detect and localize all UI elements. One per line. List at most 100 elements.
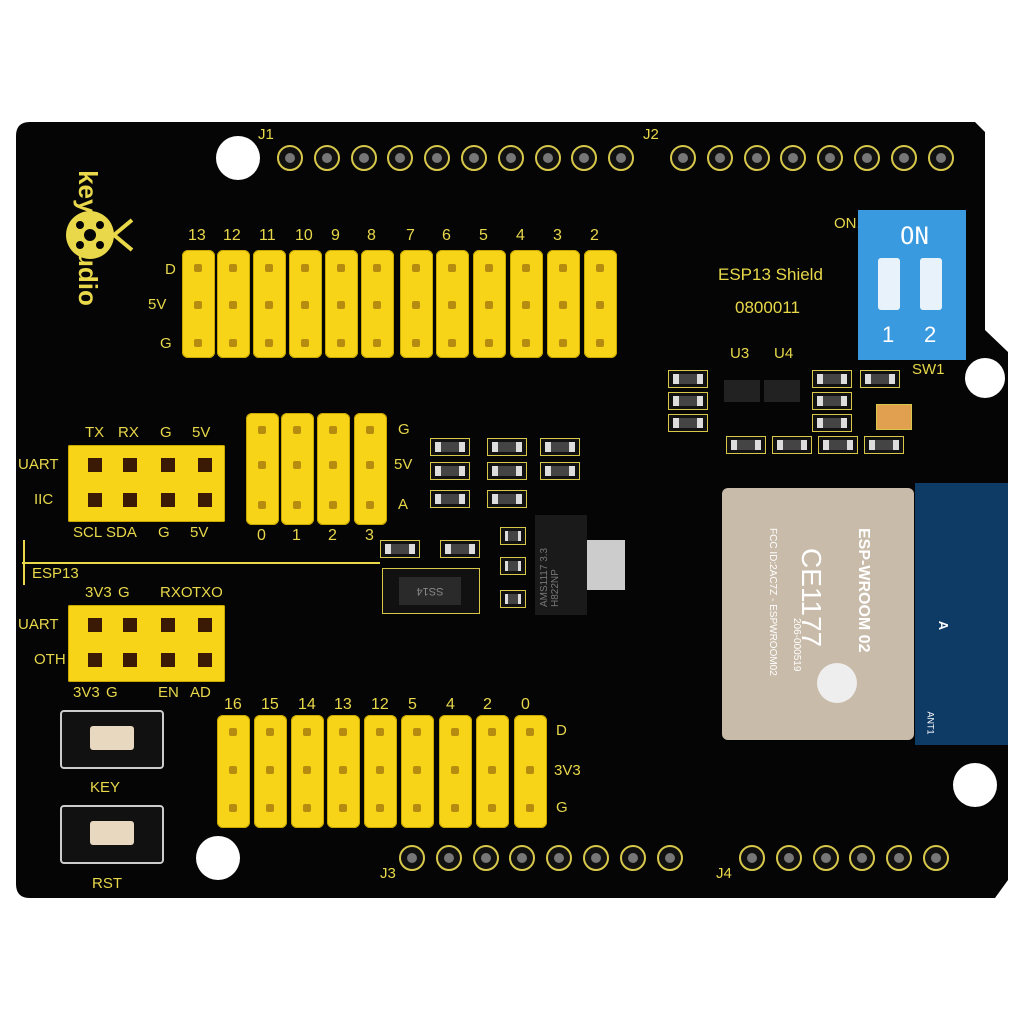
smd-component <box>380 540 420 558</box>
uart-iic-bottom-label: SDA <box>106 524 137 541</box>
dip-pos-1: 1 <box>882 322 895 347</box>
gpio-pin-column[interactable] <box>254 715 287 828</box>
header-pad[interactable] <box>497 145 524 171</box>
analog-pin-label: 2 <box>328 527 337 544</box>
pin-hole <box>596 264 604 272</box>
header-pad[interactable] <box>546 845 573 871</box>
header-pad[interactable] <box>534 145 561 171</box>
header-pad[interactable] <box>854 145 880 171</box>
gpio-pin-column[interactable] <box>291 715 324 828</box>
dip-toggle-2[interactable] <box>920 258 942 310</box>
digital-pin-column[interactable] <box>473 250 506 358</box>
header-pad[interactable] <box>435 845 462 871</box>
digital-pin-column[interactable] <box>253 250 286 358</box>
header-pad[interactable] <box>780 145 807 171</box>
header-pad[interactable] <box>387 145 414 171</box>
digital-pin-column[interactable] <box>584 250 617 358</box>
gpio-pin-column[interactable] <box>217 715 250 828</box>
header-pad[interactable] <box>350 145 377 171</box>
pin-socket[interactable] <box>88 653 102 667</box>
analog-pin-column[interactable] <box>317 413 350 525</box>
digital-pin-column[interactable] <box>325 250 358 358</box>
header-pad[interactable] <box>583 845 609 871</box>
pin-hole <box>488 728 496 736</box>
digital-pin-column[interactable] <box>436 250 469 358</box>
gpio-pin-column[interactable] <box>364 715 397 828</box>
pin-socket[interactable] <box>88 493 102 507</box>
header-pad[interactable] <box>424 145 451 171</box>
header-pad[interactable] <box>313 145 340 171</box>
tantalum-capacitor <box>876 404 912 430</box>
esp-uart-top-label: G <box>118 584 130 601</box>
digital-pin-column[interactable] <box>361 250 394 358</box>
pin-hole <box>266 766 274 774</box>
pin-socket[interactable] <box>161 458 175 472</box>
pin-socket[interactable] <box>123 458 137 472</box>
header-pad[interactable] <box>670 145 696 171</box>
header-pad[interactable] <box>743 145 770 171</box>
pin-hole <box>559 301 567 309</box>
header-pad[interactable] <box>399 845 425 871</box>
dip-switch[interactable]: ON 1 2 <box>858 210 966 360</box>
gpio-pin-column[interactable] <box>327 715 360 828</box>
pin-socket[interactable] <box>88 458 102 472</box>
header-pad[interactable] <box>472 845 499 871</box>
pin-hole <box>522 339 530 347</box>
digital-pin-column[interactable] <box>510 250 543 358</box>
header-pad[interactable] <box>656 845 683 871</box>
digital-pin-column[interactable] <box>289 250 322 358</box>
header-pad[interactable] <box>890 145 917 171</box>
header-pad[interactable] <box>817 145 844 171</box>
header-pad[interactable] <box>277 145 303 171</box>
header-pad[interactable] <box>461 145 487 171</box>
header-pad[interactable] <box>739 845 765 871</box>
reset-button[interactable] <box>60 805 164 864</box>
key-button[interactable] <box>60 710 164 769</box>
header-pad[interactable] <box>927 145 954 171</box>
gpio-pin-column[interactable] <box>401 715 434 828</box>
pin-hole <box>258 461 266 469</box>
header-pad[interactable] <box>812 845 839 871</box>
analog-pin-column[interactable] <box>354 413 387 525</box>
pin-hole <box>448 301 456 309</box>
gpio-pin-column[interactable] <box>476 715 509 828</box>
digital-pin-column[interactable] <box>400 250 433 358</box>
dip-toggle-1[interactable] <box>878 258 900 310</box>
analog-pin-column[interactable] <box>246 413 279 525</box>
digital-pin-column[interactable] <box>217 250 250 358</box>
pin-socket[interactable] <box>198 458 212 472</box>
pin-socket[interactable] <box>161 618 175 632</box>
header-pad[interactable] <box>706 145 733 171</box>
antenna-a-label: A <box>936 620 952 631</box>
uart-iic-header[interactable] <box>68 445 225 522</box>
pin-socket[interactable] <box>161 653 175 667</box>
pin-socket[interactable] <box>198 618 212 632</box>
digital-pin-column[interactable] <box>182 250 215 358</box>
header-pad[interactable] <box>849 845 876 871</box>
header-pad[interactable] <box>886 845 913 871</box>
pin-hole <box>229 728 237 736</box>
regulator-marking: AMS1117 3.3 H822NP <box>539 547 561 607</box>
smd-component <box>430 490 470 508</box>
pin-socket[interactable] <box>161 493 175 507</box>
digital-pin-column[interactable] <box>547 250 580 358</box>
analog-pin-column[interactable] <box>281 413 314 525</box>
pin-socket[interactable] <box>123 493 137 507</box>
header-pad[interactable] <box>923 845 949 871</box>
pin-socket[interactable] <box>123 618 137 632</box>
gpio-pin-column[interactable] <box>439 715 472 828</box>
pin-socket[interactable] <box>123 653 137 667</box>
smd-component <box>772 436 812 454</box>
pin-hole <box>451 728 459 736</box>
header-pad[interactable] <box>608 145 635 171</box>
uart-iic-bottom-label: SCL <box>73 524 103 541</box>
header-pad[interactable] <box>571 145 598 171</box>
pin-socket[interactable] <box>198 493 212 507</box>
pin-socket[interactable] <box>88 618 102 632</box>
header-pad[interactable] <box>775 845 802 871</box>
header-pad[interactable] <box>509 845 536 871</box>
header-pad[interactable] <box>619 845 646 871</box>
pin-socket[interactable] <box>198 653 212 667</box>
gpio-pin-column[interactable] <box>514 715 547 828</box>
esp-uart-header[interactable] <box>68 605 225 682</box>
